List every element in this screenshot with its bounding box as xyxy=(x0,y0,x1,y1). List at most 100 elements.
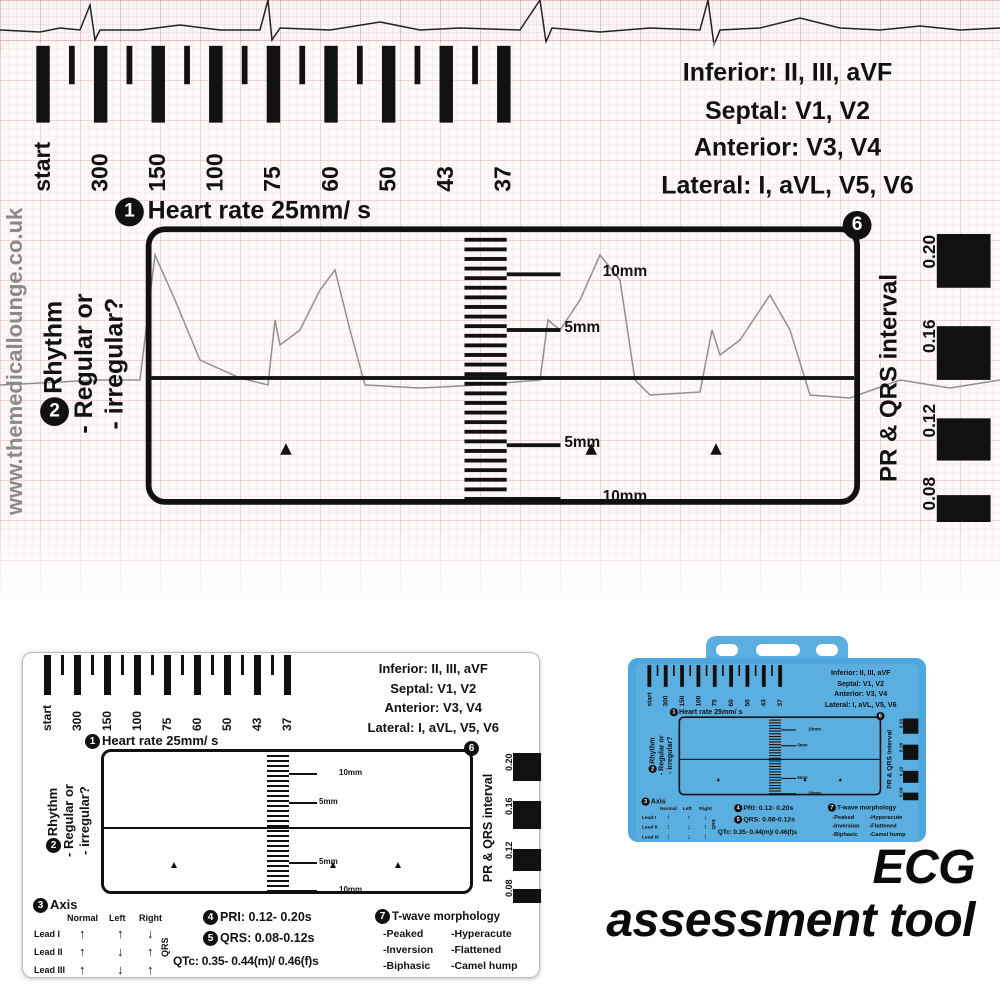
interval-value: 0.16 xyxy=(504,797,514,815)
twave-item: -Flattened xyxy=(869,822,897,830)
ruler-label: 100 xyxy=(694,695,702,707)
rhythm-label: 2Rhythm- Regular or- irregular? xyxy=(647,735,674,776)
ruler-label: 150 xyxy=(100,710,114,731)
ruler-label: 60 xyxy=(316,166,344,192)
ruler-major-tick xyxy=(680,665,684,687)
territory-line: Lateral: I, aVL, V5, V6 xyxy=(367,719,500,735)
mm-label: 5mm xyxy=(319,797,338,806)
interval-value: 0.12 xyxy=(504,841,514,859)
territory-line: Lateral: I, aVL, V5, V6 xyxy=(824,700,897,709)
interval-block xyxy=(513,849,541,871)
ruler-major-tick xyxy=(104,655,111,695)
axis-column: Left xyxy=(682,805,692,812)
lead-label: Lead III xyxy=(641,834,659,840)
interval-value: 0.08 xyxy=(504,879,514,897)
lead-label: Lead I xyxy=(34,929,61,939)
ruler-minor-tick xyxy=(738,665,741,676)
ruler-major-tick xyxy=(151,45,165,123)
twave-item: -Inversion xyxy=(832,822,860,830)
twave-item: -Camel hump xyxy=(869,831,906,838)
ruler-minor-tick xyxy=(656,665,659,676)
territory-line: Anterior: V3, V4 xyxy=(693,132,882,162)
ruler-major-tick xyxy=(712,665,717,687)
rhythm-label: 2Rhythm- Regular or- irregular? xyxy=(45,784,93,857)
ruler-minor-tick xyxy=(771,665,773,676)
rhythm-label: 2Rhythm- Regular or- irregular? xyxy=(38,293,129,434)
territory-line: Anterior: V3, V4 xyxy=(384,700,483,715)
triangle-marker xyxy=(838,777,843,782)
ruler-major-tick xyxy=(74,655,81,695)
baseline xyxy=(151,376,855,380)
mm-label: 5mm xyxy=(319,857,338,866)
mm-label: 5mm xyxy=(797,742,808,748)
ruler-label: 300 xyxy=(661,695,670,707)
mm-label: 10mm xyxy=(808,726,821,732)
ruler-label: 150 xyxy=(143,153,171,192)
axis-arrow: ↓ xyxy=(703,812,708,821)
ruler-minor-tick xyxy=(211,655,214,675)
twave-item: -Hyperacute xyxy=(451,928,512,940)
headline-line1: ECG xyxy=(872,841,975,894)
mm-label: 10mm xyxy=(339,768,363,777)
twave-item: -Inversion xyxy=(383,944,434,956)
ruler-minor-tick xyxy=(184,45,190,85)
interval-block xyxy=(903,792,919,801)
ruler-label: 100 xyxy=(130,710,144,731)
axis-arrow: ↑ xyxy=(147,944,154,959)
ruler-major-tick xyxy=(761,665,766,687)
interval-title: PR & QRS interval xyxy=(875,273,903,483)
territory-line: Inferior: II, III, aVF xyxy=(830,668,891,677)
ruler-minor-tick xyxy=(705,665,708,676)
ruler-minor-tick xyxy=(356,45,363,85)
ruler-label: 37 xyxy=(489,166,517,192)
lead-label: Lead III xyxy=(34,965,66,975)
territory-line: Septal: V1, V2 xyxy=(837,678,885,688)
ruler-major-tick xyxy=(647,665,652,687)
ruler-major-tick xyxy=(194,655,201,695)
axis-arrow: ↑ xyxy=(79,926,86,941)
twave-item: -Flattened xyxy=(451,944,502,956)
interval-block xyxy=(903,718,919,734)
triangle-marker xyxy=(395,862,401,868)
axis-arrow: ↓ xyxy=(687,822,691,831)
mm-label: 5mm xyxy=(797,775,808,781)
territory-line: Anterior: V3, V4 xyxy=(834,689,888,698)
ruler-minor-tick xyxy=(121,655,124,675)
ruler-label: 75 xyxy=(160,717,174,731)
ruler-major-tick xyxy=(36,45,50,123)
axis-arrow: ↑ xyxy=(687,812,691,821)
axis-column: Right xyxy=(139,913,162,923)
territory-line: Lateral: I, aVL, V5, V6 xyxy=(661,169,914,199)
lead-label: Lead I xyxy=(641,814,657,820)
qtc-label: QTc: 0.35- 0.44(m)/ 0.46(f)s xyxy=(717,828,798,836)
axis-arrow: ↑ xyxy=(703,822,708,831)
mm-label: 10mm xyxy=(602,262,648,281)
ruler-minor-tick xyxy=(126,45,133,85)
axis-arrow: ↑ xyxy=(666,832,671,841)
interval-value: 0.20 xyxy=(919,234,939,269)
website-watermark: www.themedicallounge.co.uk xyxy=(2,207,27,515)
interval-value: 0.08 xyxy=(898,787,904,797)
ruler-minor-tick xyxy=(68,45,75,85)
lead-label: Lead II xyxy=(641,824,658,830)
ruler-minor-tick xyxy=(414,45,421,85)
triangle-marker xyxy=(171,862,177,868)
interval-value: 0.12 xyxy=(898,766,904,777)
twave-item: -Camel hump xyxy=(451,960,518,972)
ruler-major-tick xyxy=(266,45,281,123)
ruler-major-tick xyxy=(745,665,750,687)
ruler-label: start xyxy=(645,692,653,707)
ruler-label: 50 xyxy=(374,166,402,192)
